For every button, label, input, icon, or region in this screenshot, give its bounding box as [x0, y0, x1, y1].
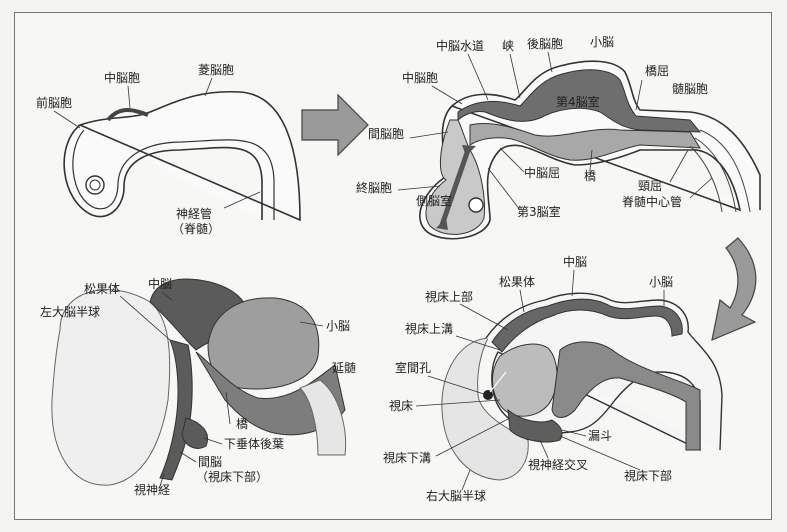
label-midbrain-3: 中脳: [148, 276, 172, 291]
leader-epithalamus: [460, 304, 508, 330]
eye-vesicle-2: [469, 198, 483, 212]
label-hypothalamus-4: 視床下部: [624, 468, 672, 483]
label-left-hemisphere: 左大脳半球: [40, 304, 100, 319]
neural-tube-outer-outline: [64, 92, 300, 220]
leader-mesencephalon-1: [128, 86, 130, 108]
label-rhombencephalon: 菱脳胞: [198, 63, 234, 77]
label-cerebellum-3: 小脳: [326, 319, 350, 333]
label-diencephalon-3: 間脳: [198, 455, 222, 469]
leader-midbrain-flexure: [500, 148, 524, 172]
label-pons-3: 橋: [236, 417, 248, 431]
leader-right-hemisphere: [462, 470, 470, 490]
leader-third-ventricle: [488, 168, 520, 210]
label-epithalamus: 視床上部: [425, 289, 473, 304]
label-telencephalon: 終脳胞: [356, 180, 392, 195]
leader-cervical-flexure: [670, 150, 688, 182]
label-mesencephalon-1: 中脳胞: [104, 70, 140, 85]
label-hypothalamus-3: （視床下部）: [196, 469, 268, 484]
leader-aqueduct: [468, 54, 488, 100]
label-midbrain-flexure: 中脳屈: [524, 165, 560, 180]
label-thalamus: 視床: [389, 398, 413, 413]
panel-4-midsagittal-view: 中脳 松果体 小脳 視床上部 視床上溝 室間孔 視床 漏斗 視床下溝 視神経交叉…: [383, 254, 722, 503]
label-isthmus: 峡: [502, 39, 514, 53]
panel-1-three-vesicle-stage: 前脳胞 中脳胞 菱脳胞 神経管 （脊髄）: [36, 63, 300, 236]
label-metencephalon: 後脳胞: [527, 37, 563, 51]
pituitary-external: [182, 418, 208, 448]
label-mesencephalon-2: 中脳胞: [402, 70, 438, 85]
leader-pontine-flexure: [636, 80, 642, 110]
label-infundibulum: 漏斗: [588, 429, 612, 443]
label-pineal-4: 松果体: [499, 275, 535, 289]
thalamus-region: [493, 344, 558, 416]
label-right-hemisphere: 右大脳半球: [426, 488, 486, 503]
leader-mesencephalon-2: [432, 86, 462, 104]
leader-diencephalon-3: [180, 452, 196, 462]
panel-2-five-vesicle-stage: 中脳水道 峡 後脳胞 小脳 中脳胞 橋屈 髄脳胞 第4脳室 間脳胞 中脳屈 橋 …: [356, 35, 760, 239]
label-cerebellum-4: 小脳: [649, 275, 673, 289]
label-diencephalon: 間脳胞: [368, 127, 404, 141]
label-optic-chiasm: 視神経交叉: [528, 457, 588, 472]
leader-midbrain-4: [572, 270, 574, 296]
label-medulla: 延髄: [332, 360, 356, 375]
left-hemisphere: [52, 290, 170, 485]
label-posterior-pituitary: 下垂体後葉: [224, 437, 284, 451]
label-midbrain-4: 中脳: [563, 254, 587, 269]
label-thalamic-stria: 視床上溝: [405, 321, 453, 336]
leader-isthmus: [510, 54, 520, 98]
label-pineal-3: 松果体: [84, 282, 120, 296]
label-pons-2: 橋: [584, 169, 596, 183]
label-central-canal: 脊髄中心管: [622, 194, 682, 209]
label-cerebral-aqueduct: 中脳水道: [436, 38, 484, 53]
label-optic-nerve: 視神経: [134, 482, 170, 497]
label-third-ventricle: 第3脳室: [517, 204, 561, 219]
leader-optic-chiasm: [540, 440, 548, 458]
progress-arrow-right: [302, 95, 368, 155]
eye-vesicle-inner: [90, 180, 100, 190]
label-pontine-flexure: 橋屈: [645, 64, 669, 78]
leader-prosencephalon: [54, 111, 80, 128]
panel-3-external-view: 松果体 中脳 左大脳半球 小脳 延髄 橋 下垂体後葉 間脳 （視床下部） 視神経: [40, 276, 356, 497]
interventricular-foramen: [483, 390, 493, 400]
label-cervical-flexure: 頸屈: [638, 179, 662, 193]
progress-arrow-curved: [712, 238, 756, 340]
label-myelencephalon: 髄脳胞: [672, 81, 708, 96]
label-neural-tube-spinal: （脊髄）: [172, 221, 220, 236]
label-lateral-ventricle: 側脳室: [416, 193, 452, 208]
label-neural-tube: 神経管: [176, 206, 212, 221]
label-hypothalamic-sulcus: 視床下溝: [383, 450, 431, 465]
label-prosencephalon: 前脳胞: [36, 95, 72, 110]
label-fourth-ventricle: 第4脳室: [556, 94, 600, 109]
label-cerebellum-2: 小脳: [590, 35, 614, 49]
label-interventricular-foramen: 室間孔: [395, 360, 431, 375]
